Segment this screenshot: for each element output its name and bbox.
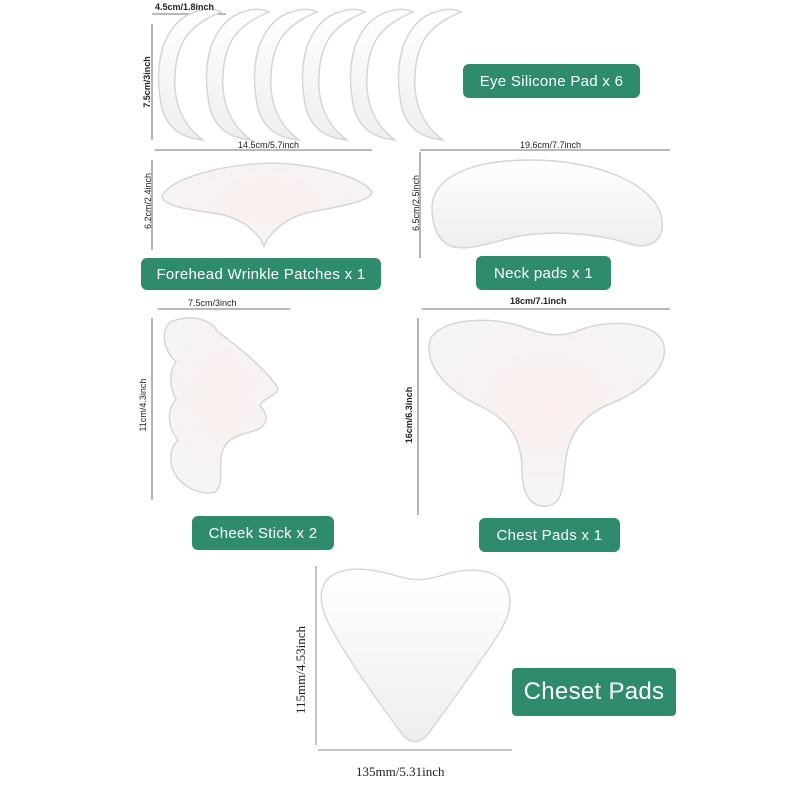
chest-width-dim: 18cm/7.1inch: [510, 296, 567, 306]
cheset-width-dim: 135mm/5.31inch: [356, 764, 445, 779]
cheset-pads-label: Cheset Pads: [512, 668, 676, 716]
forehead-patch: [161, 162, 373, 248]
eye-width-dim: 4.5cm/1.8inch: [155, 2, 215, 12]
cheek-stick: [163, 317, 279, 494]
forehead-width-dim: 14.5cm/5.7inch: [238, 140, 300, 150]
forehead-height-dim: 6.2cm/2.4inch: [143, 172, 153, 230]
neck-pads-label: Neck pads x 1: [476, 256, 611, 290]
eye-silicone-pad-label: Eye Silicone Pad x 6: [463, 64, 640, 98]
chest-height-dim: 16cm/6.3inch: [404, 386, 414, 444]
cheset-pad: [320, 568, 511, 743]
cheek-height-dim: 11cm/4.3inch: [138, 378, 148, 432]
neck-height-dim: 6.5cm/2.5inch: [411, 174, 421, 232]
chest-pads-label: Chest Pads x 1: [479, 518, 620, 552]
eye-height-dim: 7.5cm/3inch: [142, 56, 152, 108]
forehead-patches-label: Forehead Wrinkle Patches x 1: [141, 258, 381, 290]
neck-width-dim: 19.6cm/7.7inch: [520, 140, 582, 150]
cheset-height-dim: 115mm/4.53inch: [293, 626, 308, 714]
eye-pad-6: [397, 8, 462, 141]
cheek-stick-label: Cheek Stick x 2: [192, 516, 334, 550]
neck-pad: [431, 159, 663, 249]
cheek-width-dim: 7.5cm/3inch: [188, 298, 237, 308]
chest-pad: [428, 319, 666, 507]
